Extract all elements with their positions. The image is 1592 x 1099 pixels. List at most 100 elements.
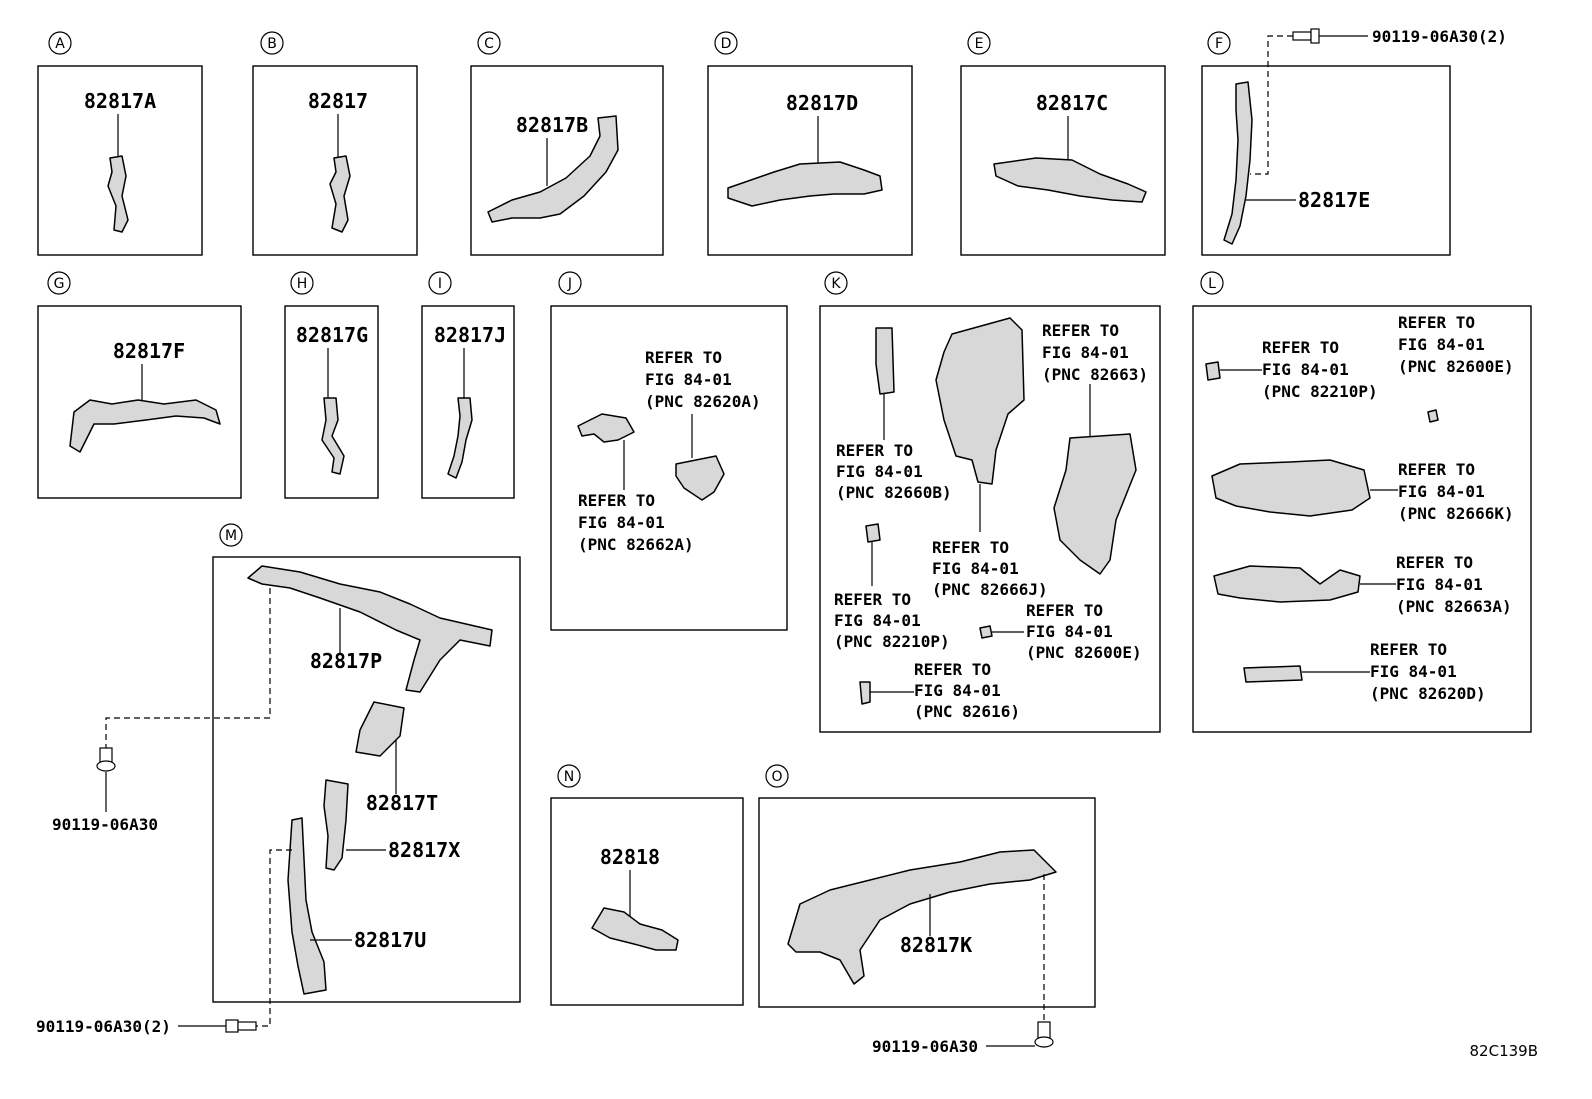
panel-n: N 82818	[550, 764, 744, 1006]
part-number-82817f[interactable]: 82817F	[113, 339, 185, 363]
panel-d: D 82817D	[707, 31, 913, 256]
ref-l-5-line-2[interactable]: FIG 84-01	[1370, 662, 1457, 681]
part-82817a-drawing	[107, 155, 129, 233]
ref-k-5-line-3: (PNC 82600E)	[1026, 643, 1142, 662]
bolt-number-f[interactable]: 90119-06A30(2)	[1372, 27, 1507, 46]
ref-l-1-line-2[interactable]: FIG 84-01	[1262, 360, 1349, 379]
part-number-82817e[interactable]: 82817E	[1298, 188, 1370, 212]
ref-l-5-line-3: (PNC 82620D)	[1370, 684, 1486, 703]
panel-c: C 82817B	[470, 31, 664, 256]
ref-k-4-line-3: (PNC 82210P)	[834, 632, 950, 651]
ref-l-2-line-2[interactable]: FIG 84-01	[1398, 335, 1485, 354]
panel-letter-m: M	[225, 528, 237, 544]
part-82210p-drawing	[865, 523, 881, 543]
panel-letter-k: K	[831, 276, 841, 292]
ref-k-5-line-1: REFER TO	[1026, 601, 1103, 620]
ref-l-3-line-1: REFER TO	[1398, 460, 1475, 479]
panel-letter-d: D	[721, 36, 732, 52]
part-82817k-drawing	[787, 849, 1057, 985]
part-82616-drawing	[859, 681, 871, 705]
part-number-82818[interactable]: 82818	[600, 845, 660, 869]
panel-letter-h: H	[297, 276, 308, 292]
part-82817x-drawing	[323, 779, 349, 871]
panel-letter-l: L	[1208, 276, 1216, 292]
part-82662a-drawing	[577, 413, 635, 443]
panel-letter-n: N	[564, 769, 574, 785]
ref-k-6-line-1: REFER TO	[914, 660, 991, 679]
panel-k: K REFER TO FIG 84-01 (PNC 82663) REFER T…	[819, 271, 1161, 733]
ref-j-1-line-2[interactable]: FIG 84-01	[645, 370, 732, 389]
ref-l-2-line-3: (PNC 82600E)	[1398, 357, 1514, 376]
part-82660b-drawing	[875, 327, 895, 395]
panel-letter-b: B	[267, 36, 277, 52]
panel-letter-a: A	[55, 36, 65, 52]
ref-j-1-line-1: REFER TO	[645, 348, 722, 367]
ref-k-3-line-3: (PNC 82666J)	[932, 580, 1048, 599]
part-number-82817j[interactable]: 82817J	[434, 323, 506, 347]
ref-k-6-line-2[interactable]: FIG 84-01	[914, 681, 1001, 700]
ref-k-3-line-2[interactable]: FIG 84-01	[932, 559, 1019, 578]
bolt-icon	[1034, 1021, 1054, 1048]
panel-a: A 82817A	[37, 31, 203, 256]
part-82663-drawing	[1053, 433, 1137, 575]
part-82817p-drawing	[247, 565, 493, 693]
panel-m: M 82817P 82817T 82817X 82817U 90119-06A3…	[36, 523, 521, 1036]
ref-l-2-line-1: REFER TO	[1398, 313, 1475, 332]
part-number-82817t[interactable]: 82817T	[366, 791, 438, 815]
part-82600e-l-drawing	[1427, 409, 1439, 423]
ref-k-1-line-1: REFER TO	[1042, 321, 1119, 340]
part-number-82817b[interactable]: 82817B	[516, 113, 588, 137]
part-number-82817u[interactable]: 82817U	[354, 928, 426, 952]
panel-e: E 82817C	[960, 31, 1166, 256]
ref-k-3-line-1: REFER TO	[932, 538, 1009, 557]
ref-k-1-line-2[interactable]: FIG 84-01	[1042, 343, 1129, 362]
part-82663a-drawing	[1213, 565, 1361, 603]
ref-k-2-line-1: REFER TO	[836, 441, 913, 460]
ref-l-5-line-1: REFER TO	[1370, 640, 1447, 659]
part-82620a-drawing	[675, 455, 725, 501]
part-number-82817a[interactable]: 82817A	[84, 89, 156, 113]
ref-j-2-line-1: REFER TO	[578, 491, 655, 510]
panel-letter-e: E	[975, 36, 984, 52]
figure-code: 82C139B	[1470, 1042, 1538, 1060]
ref-k-4-line-2[interactable]: FIG 84-01	[834, 611, 921, 630]
bolt-icon	[1292, 28, 1320, 44]
part-82817g-drawing	[321, 397, 345, 475]
part-number-82817g[interactable]: 82817G	[296, 323, 368, 347]
bolt-number-m-1[interactable]: 90119-06A30	[52, 815, 158, 834]
part-82666j-drawing	[935, 317, 1025, 485]
ref-l-3-line-2[interactable]: FIG 84-01	[1398, 482, 1485, 501]
bolt-number-m-2[interactable]: 90119-06A30(2)	[36, 1017, 171, 1036]
ref-l-1-line-3: (PNC 82210P)	[1262, 382, 1378, 401]
part-82817f-drawing	[69, 399, 221, 453]
part-82817-drawing	[329, 155, 351, 233]
panel-g: G 82817F	[37, 271, 242, 499]
panel-letter-c: C	[484, 36, 494, 52]
ref-k-2-line-2[interactable]: FIG 84-01	[836, 462, 923, 481]
bolt-icon	[225, 1019, 257, 1033]
ref-k-4-line-1: REFER TO	[834, 590, 911, 609]
part-82600e-drawing	[979, 625, 993, 639]
ref-k-1-line-3: (PNC 82663)	[1042, 365, 1148, 384]
ref-j-1-line-3: (PNC 82620A)	[645, 392, 761, 411]
ref-j-2-line-2[interactable]: FIG 84-01	[578, 513, 665, 532]
ref-k-5-line-2[interactable]: FIG 84-01	[1026, 622, 1113, 641]
part-number-82817p[interactable]: 82817P	[310, 649, 382, 673]
part-82666k-drawing	[1211, 459, 1371, 517]
panel-h: H 82817G	[284, 271, 379, 499]
bolt-icon	[96, 747, 116, 772]
panel-i: I 82817J	[421, 271, 515, 499]
ref-l-4-line-3: (PNC 82663A)	[1396, 597, 1512, 616]
part-number-82817d[interactable]: 82817D	[786, 91, 858, 115]
part-number-82817c[interactable]: 82817C	[1036, 91, 1108, 115]
ref-l-1-line-1: REFER TO	[1262, 338, 1339, 357]
panel-letter-g: G	[54, 276, 65, 292]
part-82817c-drawing	[993, 157, 1147, 203]
ref-l-4-line-2[interactable]: FIG 84-01	[1396, 575, 1483, 594]
part-82817u-drawing	[287, 817, 327, 995]
part-number-82817k[interactable]: 82817K	[900, 933, 972, 957]
bolt-number-o[interactable]: 90119-06A30	[872, 1037, 978, 1056]
part-number-82817x[interactable]: 82817X	[388, 838, 460, 862]
part-number-82817[interactable]: 82817	[308, 89, 368, 113]
